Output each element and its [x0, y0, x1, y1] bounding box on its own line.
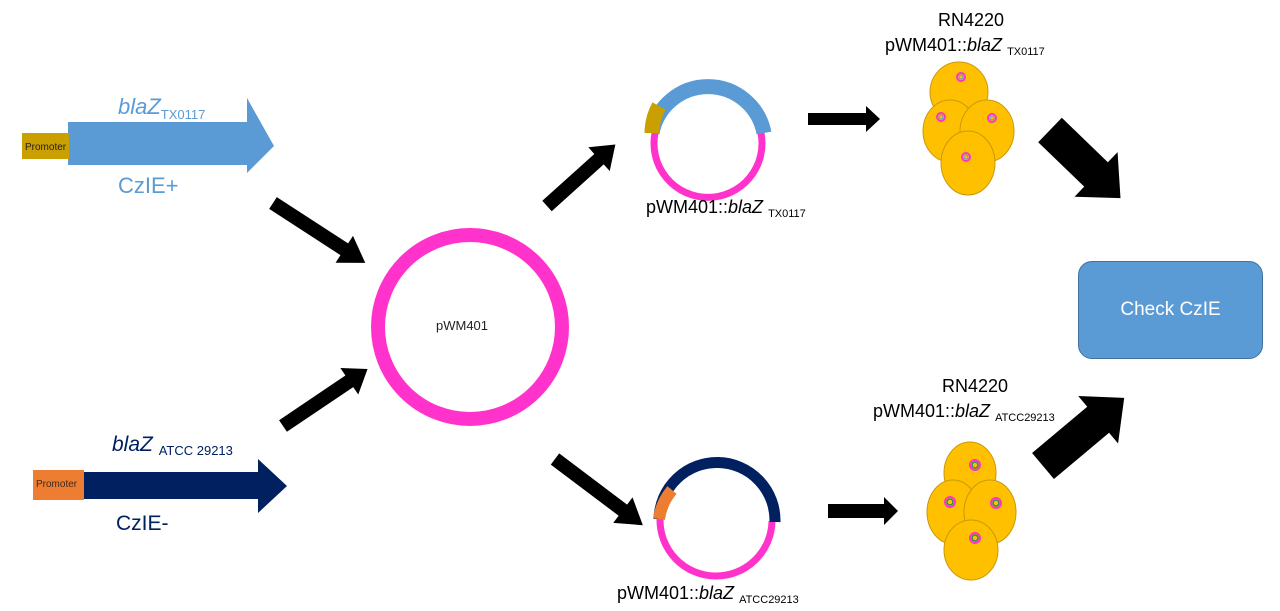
bottom-construct-gene: blaZ [699, 583, 735, 603]
top-construct-gene: blaZ [728, 197, 764, 217]
arrow-bottom-gene-to-vector [279, 367, 368, 432]
bottom-phenotype-label: CzIE- [116, 512, 169, 535]
arrow-top-construct-to-host [808, 106, 880, 132]
bottom-host-gene: blaZ [955, 401, 991, 421]
bottom-promoter-block [33, 470, 84, 500]
top-construct-prefix: pWM401:: [646, 197, 729, 217]
bottom-host-strain: RN4220 [942, 376, 1009, 396]
cell [943, 519, 999, 581]
top-gene-strain: TX0117 [160, 107, 206, 122]
bottom-host-cluster [926, 441, 1017, 581]
bottom-gene-strain: ATCC 29213 [158, 443, 233, 458]
bottom-construct-prefix: pWM401:: [617, 583, 700, 603]
top-host-gene: blaZ [967, 35, 1003, 55]
bottom-host-prefix: pWM401:: [873, 401, 956, 421]
vector-label: pWM401 [436, 318, 489, 333]
bottom-gene-arrow [33, 459, 287, 513]
cell [940, 130, 996, 196]
arrow-bottom-construct-to-host [828, 497, 898, 525]
arrow-top-gene-to-vector [269, 197, 366, 263]
arrow-vector-to-bottom-construct [550, 453, 643, 526]
top-host-strain: RN4220 [938, 10, 1005, 30]
bottom-gene-label: blaZ ATCC 29213 [112, 433, 233, 458]
top-host-plasmid-label: pWM401::blaZ TX0117 [885, 35, 1045, 58]
top-host-prefix: pWM401:: [885, 35, 968, 55]
check-czie-box: Check CzIE [1078, 261, 1263, 359]
top-promoter-block [22, 133, 69, 159]
bottom-host-plasmid-strain: ATCC29213 [995, 412, 1055, 424]
top-construct-plasmid [644, 79, 772, 201]
bottom-promoter-label: Promoter [36, 479, 78, 490]
top-construct-label: pWM401::blaZ TX0117 [646, 197, 806, 220]
bottom-host-plasmids [944, 459, 1002, 544]
arrow-bottom-host-to-check [1032, 395, 1125, 480]
top-gene-label: blaZTX0117 [118, 94, 206, 122]
top-host-plasmids [936, 72, 997, 162]
bottom-gene-name: blaZ [112, 433, 153, 456]
top-promoter-label: Promoter [25, 142, 67, 153]
arrow-vector-to-top-construct [542, 144, 616, 212]
flow-arrows [269, 106, 1125, 526]
bottom-construct-label: pWM401::blaZ ATCC29213 [617, 583, 799, 606]
check-czie-label: Check CzIE [1120, 299, 1221, 320]
arrow-top-host-to-check [1038, 117, 1121, 199]
vector-plasmid-ring [371, 228, 569, 426]
top-host-plasmid-strain: TX0117 [1007, 46, 1045, 58]
bottom-construct-plasmid [653, 457, 781, 580]
bottom-construct-strain: ATCC29213 [739, 594, 799, 606]
bottom-host-plasmid-label: pWM401::blaZ ATCC29213 [873, 401, 1055, 424]
top-construct-strain: TX0117 [768, 208, 806, 220]
top-phenotype-label: CzIE+ [118, 173, 179, 198]
top-gene-name: blaZ [118, 94, 161, 119]
top-host-cluster [922, 61, 1015, 196]
top-gene-arrow [22, 98, 274, 173]
